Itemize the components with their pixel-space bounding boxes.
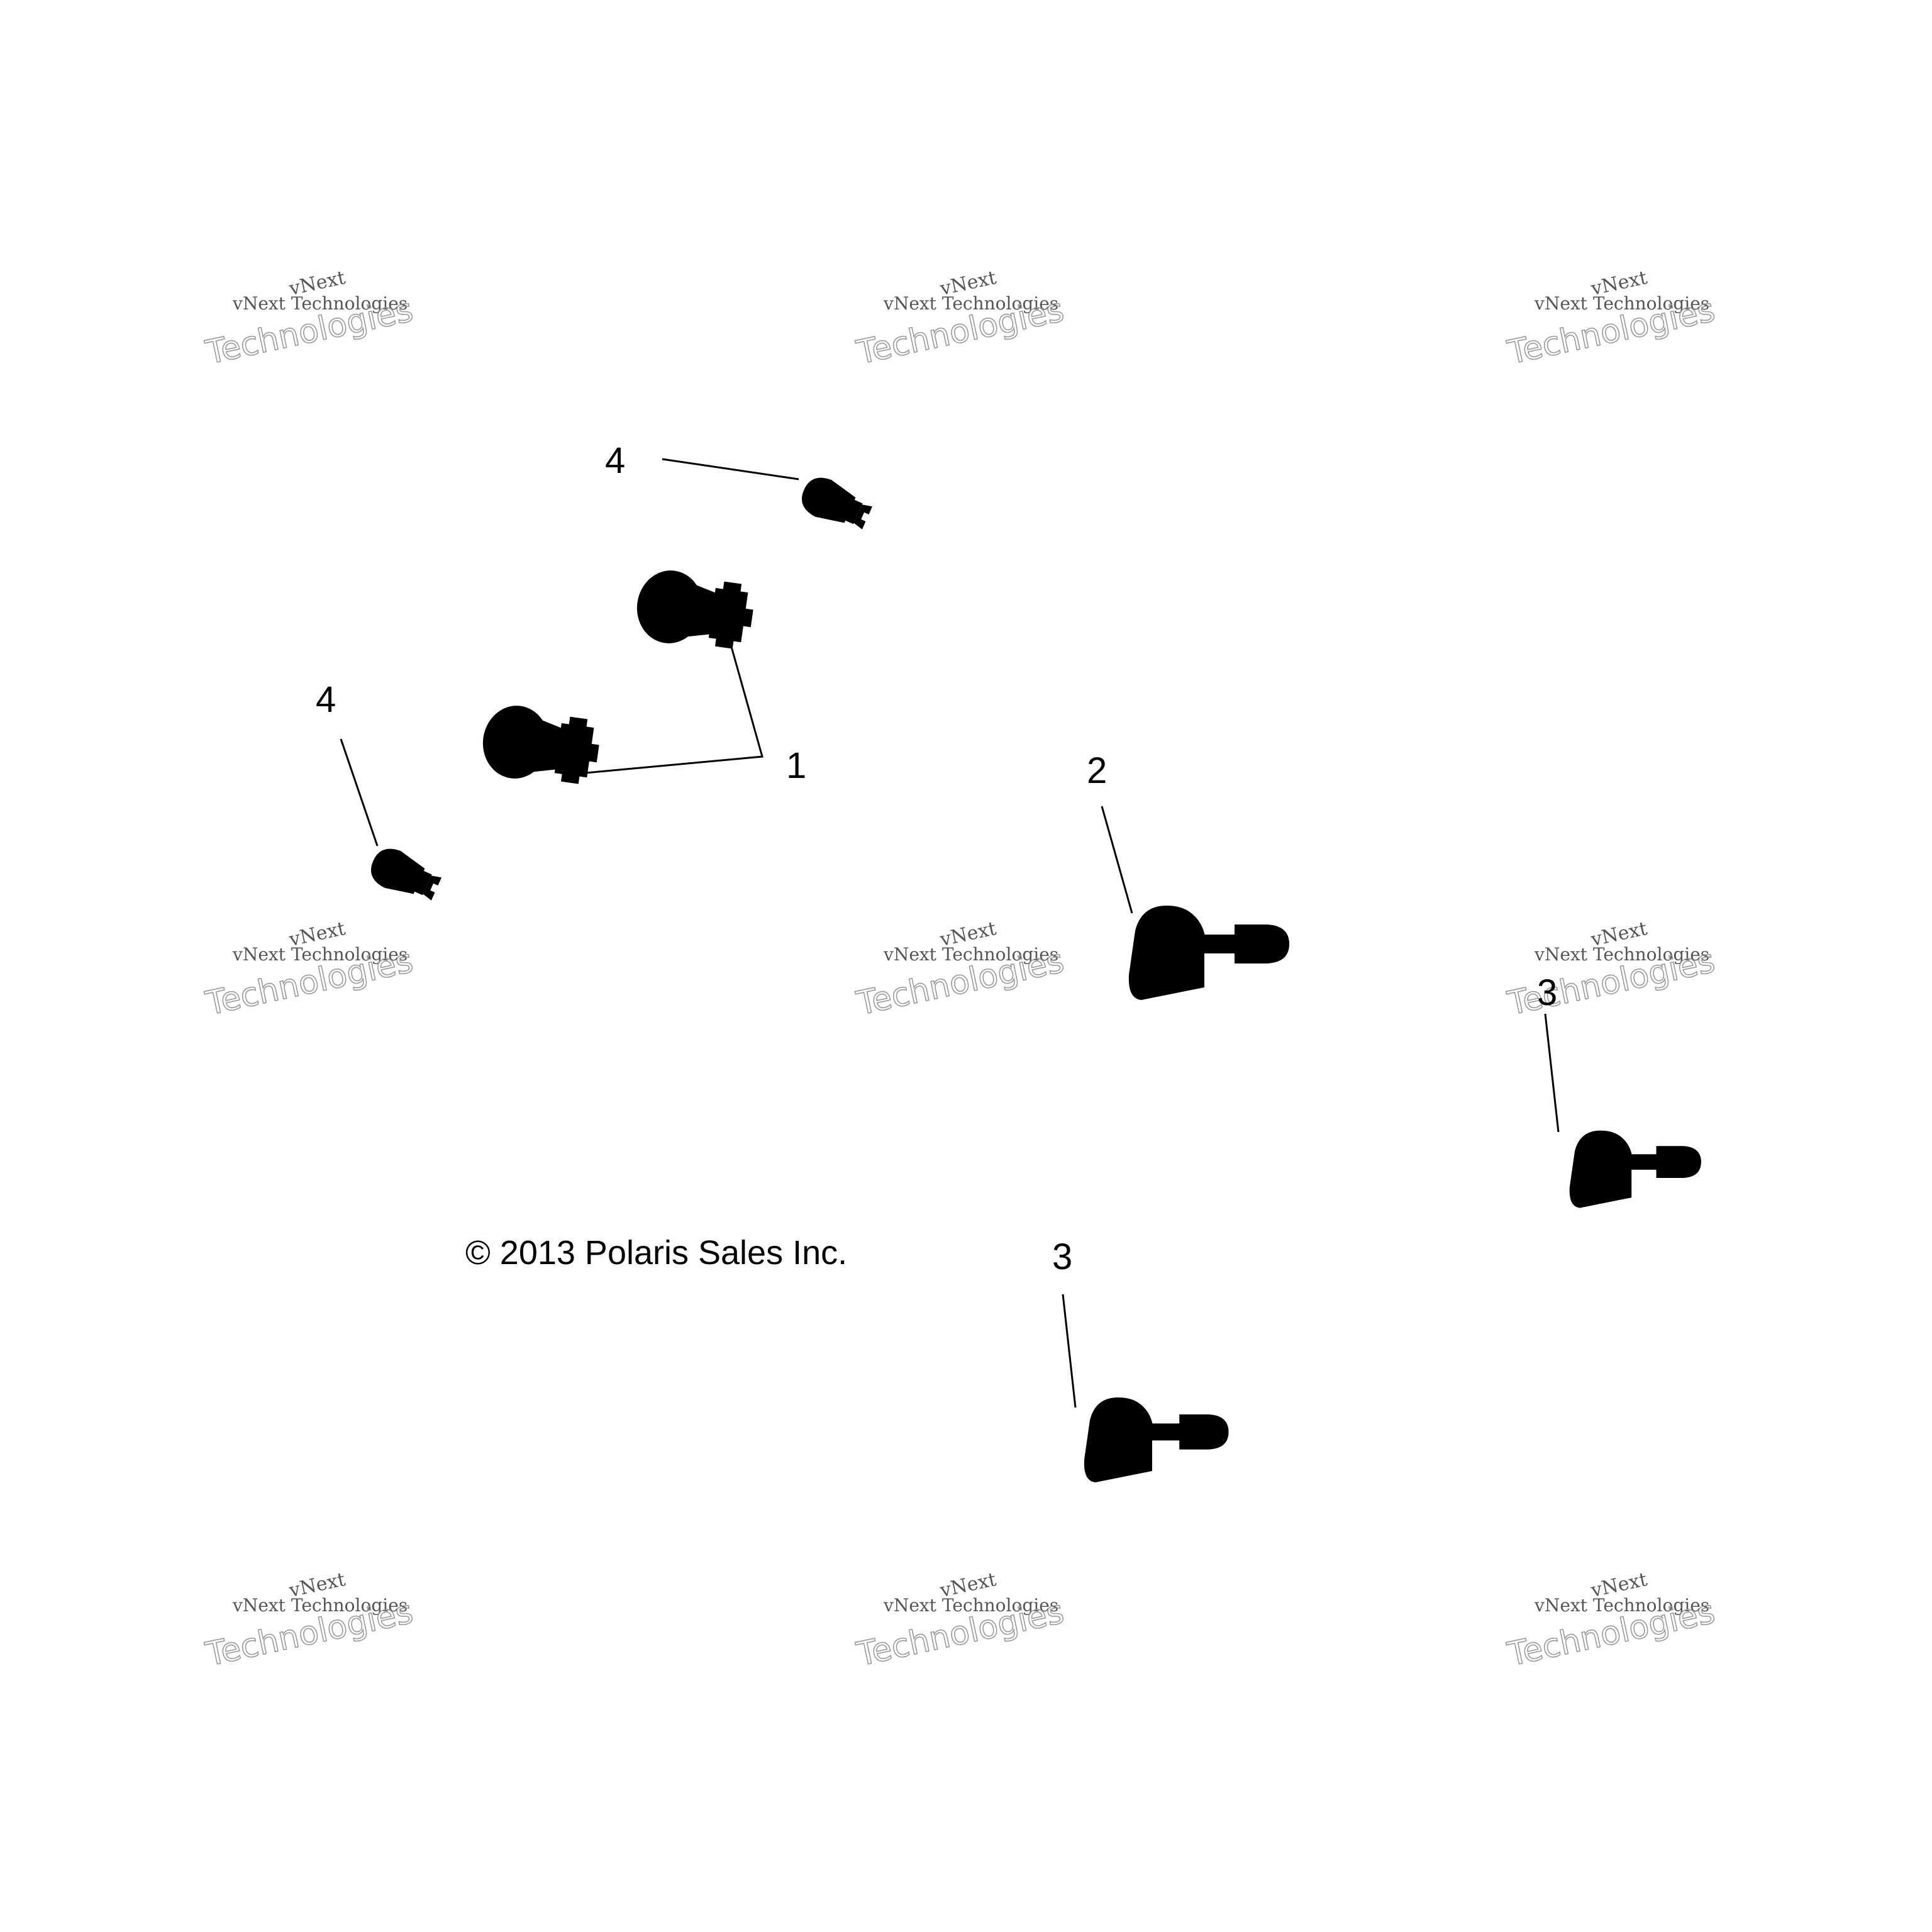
watermark: vNext vNext Technologies Technologies: [853, 267, 1068, 372]
part-4-bulb-lower: [365, 842, 445, 908]
part-1-bulb-upper: [632, 566, 757, 655]
watermark: vNext vNext Technologies Technologies: [202, 918, 417, 1023]
part-2-headlight-bulb: [1128, 906, 1289, 1000]
leader-1: [578, 644, 763, 775]
watermark: vNext vNext Technologies Technologies: [202, 1568, 417, 1674]
callout-3-right: 3: [1537, 972, 1557, 1013]
part-3-headlight-bulb-bottom: [1084, 1397, 1229, 1482]
watermark: vNext vNext Technologies Technologies: [1504, 918, 1719, 1023]
leader-2: [1101, 806, 1133, 914]
watermark: vNext vNext Technologies Technologies: [853, 1568, 1068, 1674]
watermark-line3: vNext Technologies: [1534, 944, 1709, 965]
watermark-line3: vNext Technologies: [232, 944, 408, 965]
watermarks: vNext vNext Technologies Technologies vN…: [202, 267, 1719, 1674]
watermark: vNext vNext Technologies Technologies: [202, 267, 417, 372]
watermark-line3: vNext Technologies: [1534, 1595, 1709, 1616]
part-3-headlight-bulb-right: [1569, 1130, 1701, 1208]
watermark-line3: vNext Technologies: [883, 293, 1058, 314]
callout-1: 1: [786, 745, 806, 786]
watermark-line3: vNext Technologies: [883, 944, 1058, 965]
watermark-line3: vNext Technologies: [883, 1595, 1058, 1616]
callout-4-lower: 4: [316, 679, 336, 720]
leader-3-right: [1544, 1013, 1560, 1133]
callout-4-upper: 4: [605, 440, 625, 481]
callout-3-bottom: 3: [1052, 1236, 1072, 1277]
watermark: vNext vNext Technologies Technologies: [853, 918, 1068, 1023]
callout-2: 2: [1087, 750, 1107, 791]
leader-4-lower: [340, 738, 379, 847]
part-1-bulb-lower: [478, 701, 603, 790]
callout-labels: 4 4 1 2 3 3: [316, 440, 1557, 1277]
leader-4-upper: [662, 458, 799, 480]
watermark: vNext vNext Technologies Technologies: [1504, 267, 1719, 372]
watermark-line3: vNext Technologies: [232, 293, 408, 314]
part-4-bulb-upper: [796, 471, 875, 536]
leader-lines: [340, 458, 1560, 1408]
watermark-line3: vNext Technologies: [1534, 293, 1709, 314]
watermark-line3: vNext Technologies: [232, 1595, 408, 1616]
copyright-notice: © 2013 Polaris Sales Inc.: [465, 1234, 847, 1272]
watermark: vNext vNext Technologies Technologies: [1504, 1568, 1719, 1674]
leader-3-bottom: [1062, 1294, 1077, 1408]
